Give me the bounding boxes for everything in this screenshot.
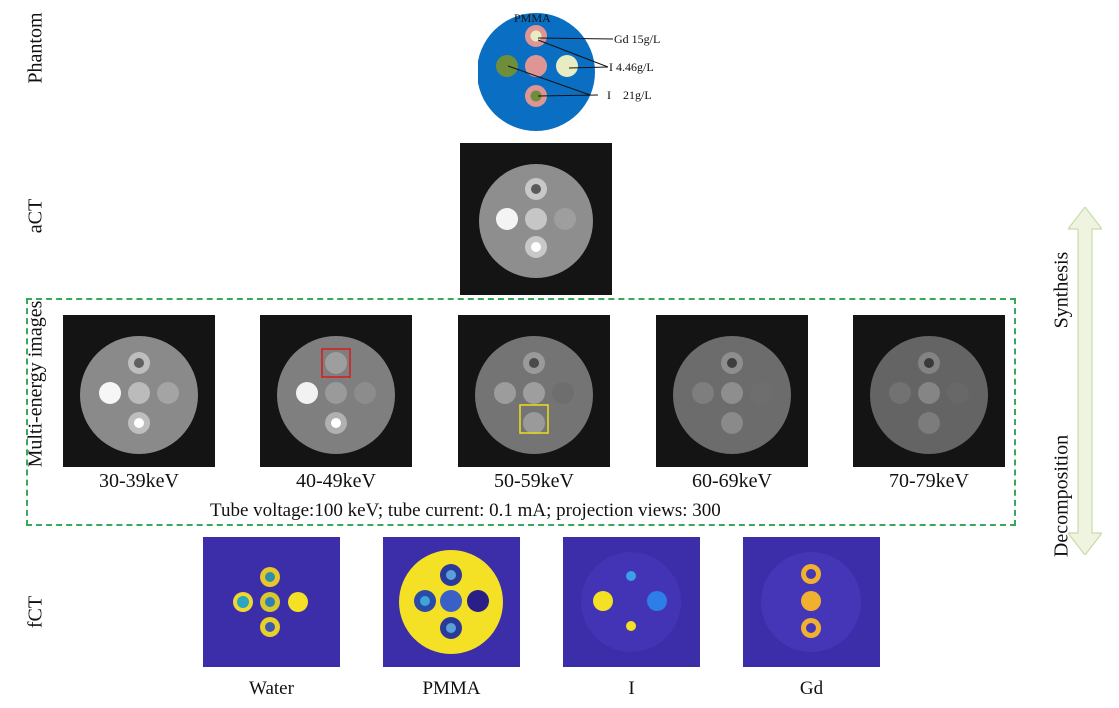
synthesis-label: Synthesis bbox=[1050, 251, 1073, 329]
acquisition-caption: Tube voltage:100 keV; tube current: 0.1 … bbox=[210, 500, 721, 521]
roi-red-box bbox=[321, 348, 351, 378]
fct-label-iodine: I bbox=[628, 678, 635, 699]
energy-label-1: 30-39keV bbox=[99, 470, 179, 492]
phantom-insert-right bbox=[556, 55, 578, 77]
fct-map-water bbox=[203, 537, 340, 667]
energy-image-70-79kev bbox=[853, 315, 1005, 467]
fct-map-pmma bbox=[383, 537, 520, 667]
decomposition-label: Decomposition bbox=[1050, 434, 1073, 558]
energy-image-40-49kev bbox=[260, 315, 412, 467]
row-label-fct: fCT bbox=[24, 595, 47, 629]
energy-image-60-69kev bbox=[656, 315, 808, 467]
phantom-insert-label-gd: Gd 15g/L bbox=[614, 32, 660, 46]
phantom-insert-center bbox=[525, 55, 547, 77]
phantom-insert-label-i-low: I 4.46g/L bbox=[609, 60, 654, 74]
multi-energy-group bbox=[26, 298, 1016, 526]
phantom-material-label: PMMA bbox=[514, 11, 551, 25]
energy-label-5: 70-79keV bbox=[889, 470, 969, 492]
roi-yellow-box bbox=[519, 404, 549, 434]
act-image bbox=[460, 143, 612, 295]
fct-label-pmma: PMMA bbox=[422, 678, 481, 699]
phantom-insert-left bbox=[496, 55, 518, 77]
phantom-insert-label-i-high: I 21g/L bbox=[607, 88, 652, 102]
energy-label-3: 50-59keV bbox=[494, 470, 574, 492]
energy-image-30-39kev bbox=[63, 315, 215, 467]
row-label-phantom: Phantom bbox=[24, 12, 47, 84]
row-label-act: aCT bbox=[24, 198, 47, 234]
energy-label-4: 60-69keV bbox=[692, 470, 772, 492]
energy-image-50-59kev bbox=[458, 315, 610, 467]
fct-map-iodine bbox=[563, 537, 700, 667]
energy-label-2: 40-49keV bbox=[296, 470, 376, 492]
fct-map-gd bbox=[743, 537, 880, 667]
fct-label-water: Water bbox=[249, 678, 294, 699]
fct-label-gd: Gd bbox=[799, 678, 824, 699]
phantom-diagram: PMMA Gd 15g/L I 4.46g/L I 21g/L bbox=[477, 8, 698, 136]
synthesis-decomposition-arrow bbox=[1066, 206, 1104, 556]
